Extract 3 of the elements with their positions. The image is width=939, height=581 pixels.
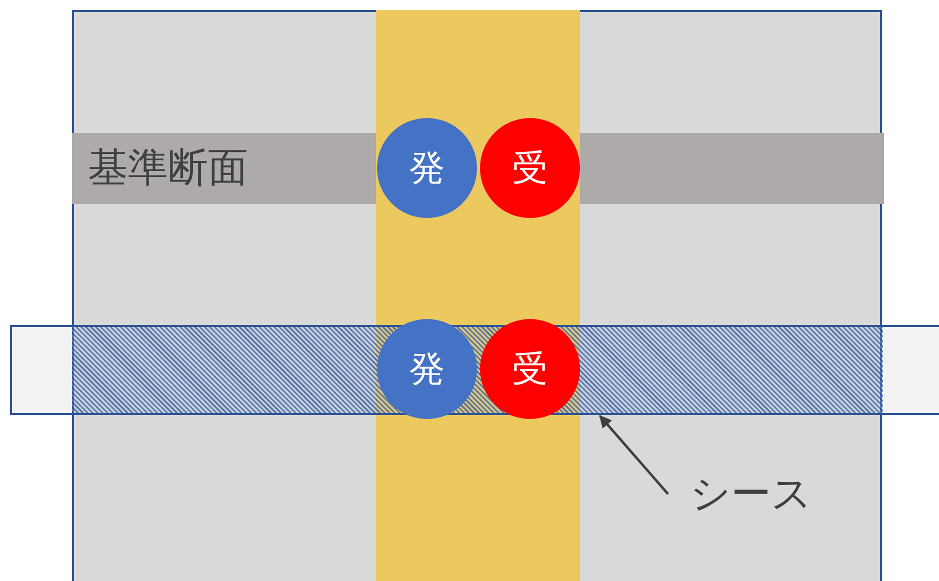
- leader-arrow: [599, 415, 669, 495]
- callout-label: シース: [668, 466, 838, 522]
- hatched-band: [10, 325, 939, 415]
